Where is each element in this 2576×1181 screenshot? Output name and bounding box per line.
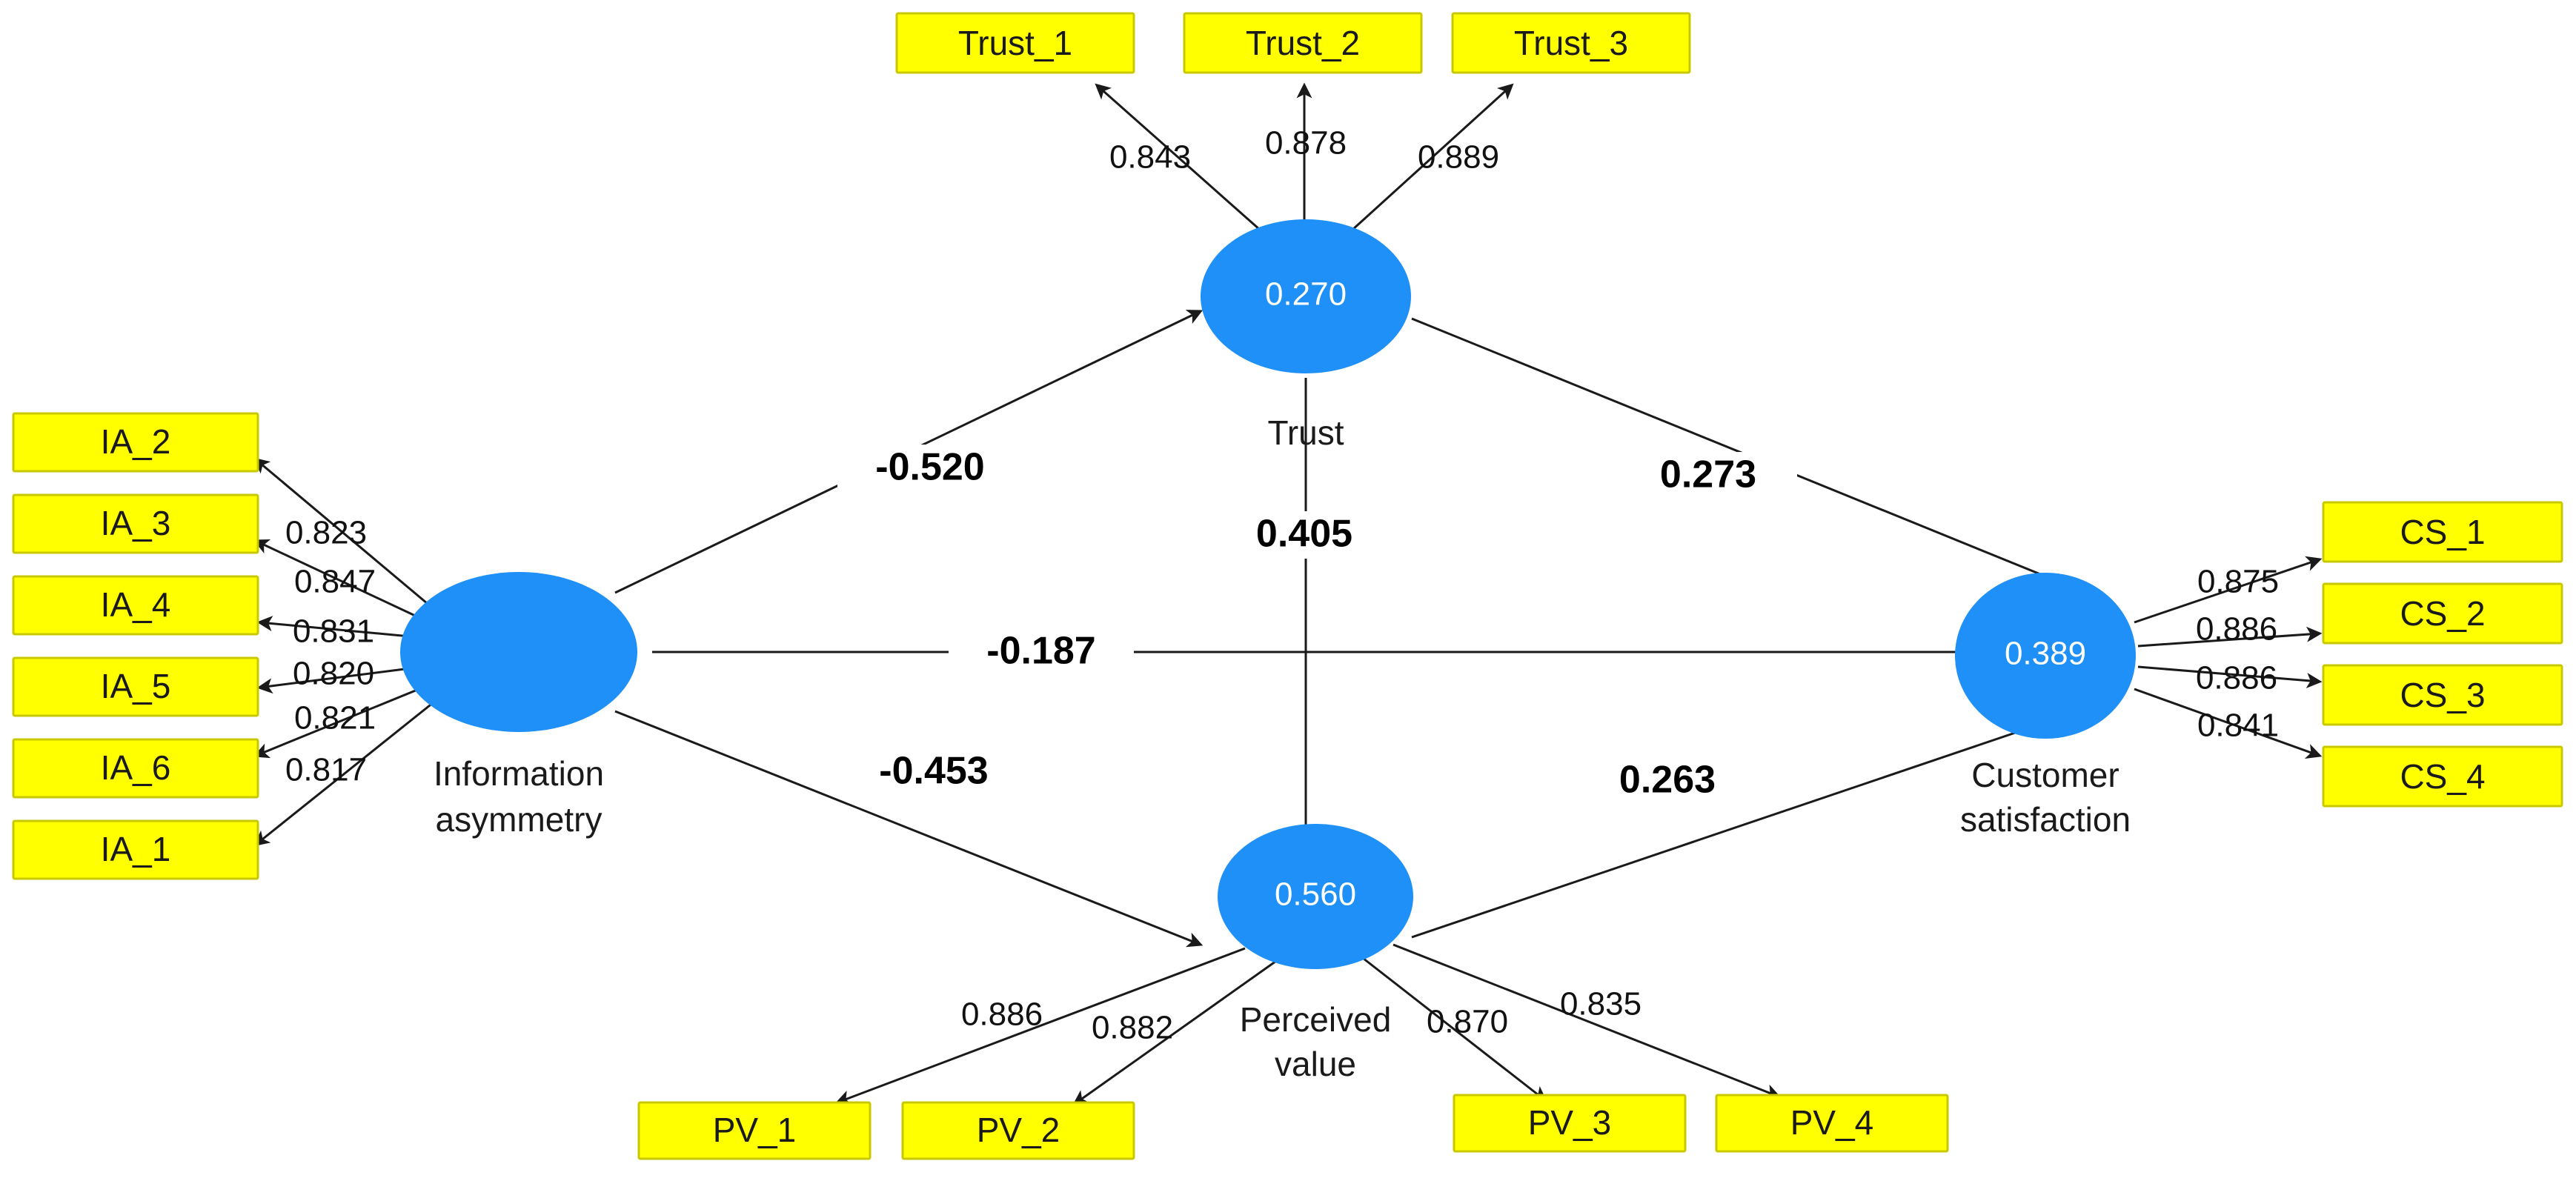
loading-label-ia-1: 0.847 bbox=[294, 564, 376, 600]
indicator-label: CS_1 bbox=[2400, 513, 2485, 551]
loading-label-pv-1: 0.882 bbox=[1092, 1010, 1173, 1046]
indicator-box-ia-0[interactable]: IA_2 bbox=[12, 412, 259, 473]
trust-loading-labels: 0.843 0.878 0.889 bbox=[1109, 125, 1499, 176]
loading-label-cs-3: 0.841 bbox=[2197, 708, 2279, 744]
loading-label-ia-4: 0.821 bbox=[294, 700, 376, 736]
path-label-trust-pv: 0.405 bbox=[1215, 511, 1393, 559]
indicator-label: PV_4 bbox=[1790, 1103, 1874, 1142]
indicator-box-ia-4[interactable]: IA_6 bbox=[12, 738, 259, 799]
indicator-box-cs-1[interactable]: CS_2 bbox=[2322, 582, 2563, 645]
indicator-box-cs-2[interactable]: CS_3 bbox=[2322, 664, 2563, 726]
loading-label-cs-0: 0.875 bbox=[2197, 564, 2279, 600]
latent-r2-value: 0.270 bbox=[1265, 276, 1347, 313]
path-label-ia-trust: -0.520 bbox=[837, 445, 1023, 492]
svg-text:-0.187: -0.187 bbox=[986, 630, 1095, 673]
svg-text:0.273: 0.273 bbox=[1660, 453, 1756, 496]
loading-label-trust-1: 0.878 bbox=[1265, 125, 1347, 162]
indicator-label: CS_3 bbox=[2400, 676, 2485, 714]
indicator-box-cs-0[interactable]: CS_1 bbox=[2322, 501, 2563, 563]
indicator-label: IA_5 bbox=[101, 667, 171, 705]
indicator-box-pv-0[interactable]: PV_1 bbox=[637, 1101, 872, 1160]
path-coefficient-labels: -0.520 -0.187 -0.453 0.405 0.273 0.263 bbox=[837, 445, 1797, 805]
loading-label-cs-2: 0.886 bbox=[2196, 660, 2277, 696]
svg-text:0.263: 0.263 bbox=[1619, 759, 1716, 802]
latent-r2-value: 0.560 bbox=[1275, 876, 1356, 913]
loading-label-pv-0: 0.886 bbox=[961, 997, 1043, 1033]
indicator-box-pv-1[interactable]: PV_2 bbox=[901, 1101, 1135, 1160]
loading-label-trust-0: 0.843 bbox=[1109, 139, 1191, 176]
cs-loading-labels: 0.875 0.886 0.886 0.841 bbox=[2196, 564, 2279, 744]
loading-label-trust-2: 0.889 bbox=[1418, 139, 1499, 176]
indicator-box-ia-1[interactable]: IA_3 bbox=[12, 493, 259, 554]
loading-label-ia-2: 0.831 bbox=[293, 613, 374, 650]
loading-label-ia-0: 0.823 bbox=[285, 515, 367, 551]
cs-indicator-boxes: CS_1 CS_2 CS_3 CS_4 bbox=[2322, 501, 2563, 808]
trust-loading-edges bbox=[1095, 82, 1514, 231]
latent-perceived-value[interactable]: 0.560 Perceived value bbox=[1218, 824, 1413, 1083]
loading-label-ia-5: 0.817 bbox=[285, 752, 367, 788]
path-label-ia-pv: -0.453 bbox=[841, 748, 1026, 796]
latent-name-line1: Perceived bbox=[1240, 1000, 1392, 1039]
indicator-box-trust-2[interactable]: Trust_3 bbox=[1451, 12, 1691, 74]
indicator-label: PV_1 bbox=[713, 1111, 797, 1149]
path-label-ia-cs: -0.187 bbox=[949, 628, 1134, 676]
indicator-box-trust-0[interactable]: Trust_1 bbox=[895, 12, 1135, 74]
latent-name-line2: asymmetry bbox=[436, 800, 602, 839]
pv-loading-labels: 0.886 0.882 0.870 0.835 bbox=[961, 986, 1641, 1046]
latent-name-line2: satisfaction bbox=[1960, 800, 2131, 839]
indicator-label: PV_2 bbox=[977, 1111, 1060, 1149]
indicator-box-ia-3[interactable]: IA_5 bbox=[12, 656, 259, 717]
latent-name-line1: Customer bbox=[1971, 756, 2119, 794]
indicator-label: CS_2 bbox=[2400, 594, 2485, 633]
indicator-label: PV_3 bbox=[1528, 1103, 1612, 1142]
indicator-label: IA_2 bbox=[101, 422, 171, 461]
indicator-label: Trust_2 bbox=[1246, 24, 1360, 62]
indicator-box-ia-5[interactable]: IA_1 bbox=[12, 819, 259, 880]
pv-loading-edges bbox=[834, 943, 1782, 1106]
trust-indicator-boxes: Trust_1 Trust_2 Trust_3 bbox=[895, 12, 1691, 74]
latent-name-line1: Information bbox=[434, 754, 604, 793]
indicator-label: CS_4 bbox=[2400, 757, 2485, 796]
latent-information-asymmetry[interactable]: Information asymmetry bbox=[400, 572, 637, 839]
indicator-label: IA_6 bbox=[101, 748, 171, 787]
indicator-label: IA_1 bbox=[101, 830, 171, 868]
indicator-box-trust-1[interactable]: Trust_2 bbox=[1183, 12, 1423, 74]
latent-r2-value: 0.389 bbox=[2005, 636, 2086, 672]
ia-loading-labels: 0.823 0.847 0.831 0.820 0.821 0.817 bbox=[285, 515, 376, 788]
indicator-box-pv-2[interactable]: PV_3 bbox=[1453, 1094, 1687, 1153]
indicator-label: Trust_1 bbox=[958, 24, 1072, 62]
cs-loading-edges bbox=[2134, 556, 2323, 759]
loading-label-cs-1: 0.886 bbox=[2196, 611, 2277, 648]
indicator-box-cs-3[interactable]: CS_4 bbox=[2322, 745, 2563, 808]
indicator-label: Trust_3 bbox=[1514, 24, 1628, 62]
latent-customer-satisfaction[interactable]: 0.389 Customer satisfaction bbox=[1955, 573, 2136, 839]
svg-text:-0.453: -0.453 bbox=[879, 750, 988, 793]
latent-name-line1: Trust bbox=[1267, 413, 1344, 452]
indicator-box-ia-2[interactable]: IA_4 bbox=[12, 575, 259, 636]
indicator-box-pv-3[interactable]: PV_4 bbox=[1715, 1094, 1949, 1153]
svg-text:-0.520: -0.520 bbox=[875, 446, 984, 489]
loading-label-ia-3: 0.820 bbox=[293, 656, 374, 692]
latent-trust[interactable]: 0.270 Trust bbox=[1201, 219, 1411, 452]
loading-label-pv-3: 0.835 bbox=[1560, 986, 1641, 1022]
indicator-label: IA_4 bbox=[101, 585, 171, 624]
svg-text:0.405: 0.405 bbox=[1256, 513, 1352, 556]
pv-indicator-boxes: PV_1 PV_2 PV_3 PV_4 bbox=[637, 1094, 1949, 1160]
indicator-label: IA_3 bbox=[101, 504, 171, 542]
latent-name-line2: value bbox=[1275, 1045, 1356, 1083]
path-label-trust-cs: 0.273 bbox=[1619, 452, 1797, 499]
path-label-pv-cs: 0.263 bbox=[1579, 757, 1756, 805]
loading-label-pv-2: 0.870 bbox=[1427, 1004, 1508, 1040]
ia-indicator-boxes: IA_2 IA_3 IA_4 IA_5 IA_6 IA_1 bbox=[12, 412, 259, 880]
